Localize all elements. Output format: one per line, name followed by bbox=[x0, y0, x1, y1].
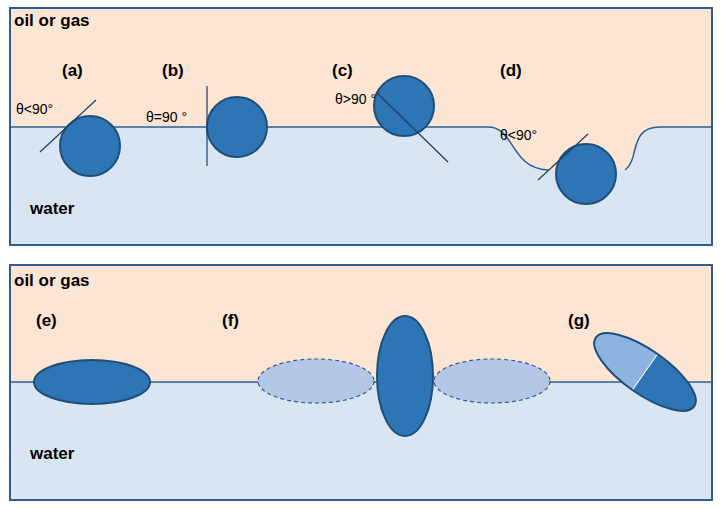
oil-phase bbox=[10, 8, 712, 245]
particle-outline bbox=[583, 320, 707, 425]
ellipsoid-particle bbox=[34, 360, 150, 404]
panel-letter: (g) bbox=[568, 312, 590, 331]
particle bbox=[556, 144, 616, 204]
panel-letter: (b) bbox=[162, 62, 184, 81]
tangent-line bbox=[376, 92, 448, 162]
particle bbox=[207, 97, 267, 157]
ghost-particle bbox=[258, 359, 374, 403]
oil-phase bbox=[10, 265, 712, 500]
panel-border bbox=[10, 8, 712, 245]
janus-particle bbox=[583, 320, 707, 425]
phase-label: oil or gas bbox=[14, 272, 90, 291]
angle-label: θ<90° bbox=[500, 128, 537, 143]
panel-letter: (e) bbox=[36, 312, 57, 331]
dark-half bbox=[632, 354, 706, 424]
phase-label: oil or gas bbox=[14, 12, 90, 31]
tangent-line bbox=[206, 86, 207, 166]
ellipsoid-particle bbox=[377, 316, 433, 436]
panel-letter: (d) bbox=[500, 62, 522, 81]
panel-border bbox=[10, 265, 712, 500]
ghost-particle bbox=[434, 359, 550, 403]
angle-label: θ<90° bbox=[16, 102, 53, 117]
panel-letter: (a) bbox=[62, 62, 83, 81]
phase-label: water bbox=[30, 200, 74, 219]
particle bbox=[374, 76, 434, 136]
phase-label: water bbox=[30, 445, 74, 464]
panel-letter: (f) bbox=[222, 312, 239, 331]
panel-letter: (c) bbox=[332, 62, 353, 81]
angle-label: θ>90 ° bbox=[335, 92, 376, 107]
janus-boundary bbox=[632, 354, 657, 390]
tangent-line bbox=[538, 134, 588, 180]
angle-label: θ=90 ° bbox=[146, 110, 187, 125]
